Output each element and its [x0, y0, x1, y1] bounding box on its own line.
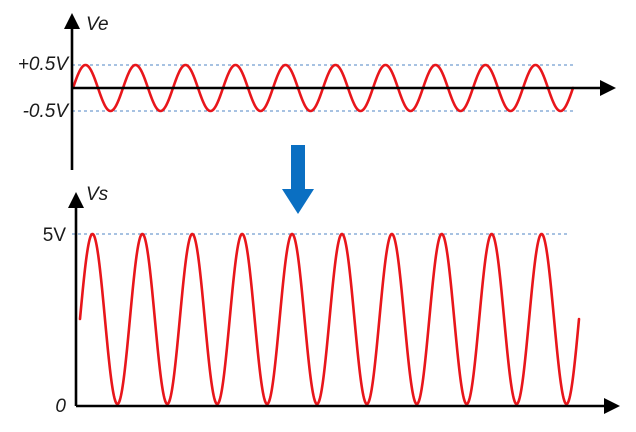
input-upper-level-label: +0.5V [18, 54, 71, 75]
output-signal-wave [78, 232, 581, 406]
input-y-axis-arrowhead [64, 13, 80, 29]
output-y-axis-arrowhead [68, 192, 84, 208]
input-axis-label: Ve [86, 14, 109, 35]
arrow-down-icon [282, 145, 314, 214]
output-zero-label: 0 [55, 396, 66, 417]
input-lower-level-label: -0.5V [23, 101, 71, 122]
output-axis-label: Vs [86, 184, 109, 205]
output-top-level-label: 5V [43, 225, 67, 246]
output-panel: Vs 5V 0 [43, 184, 620, 417]
input-panel: Ve +0.5V -0.5V [18, 13, 616, 170]
input-x-axis-arrowhead [600, 80, 616, 96]
output-x-axis-arrowhead [604, 398, 620, 414]
